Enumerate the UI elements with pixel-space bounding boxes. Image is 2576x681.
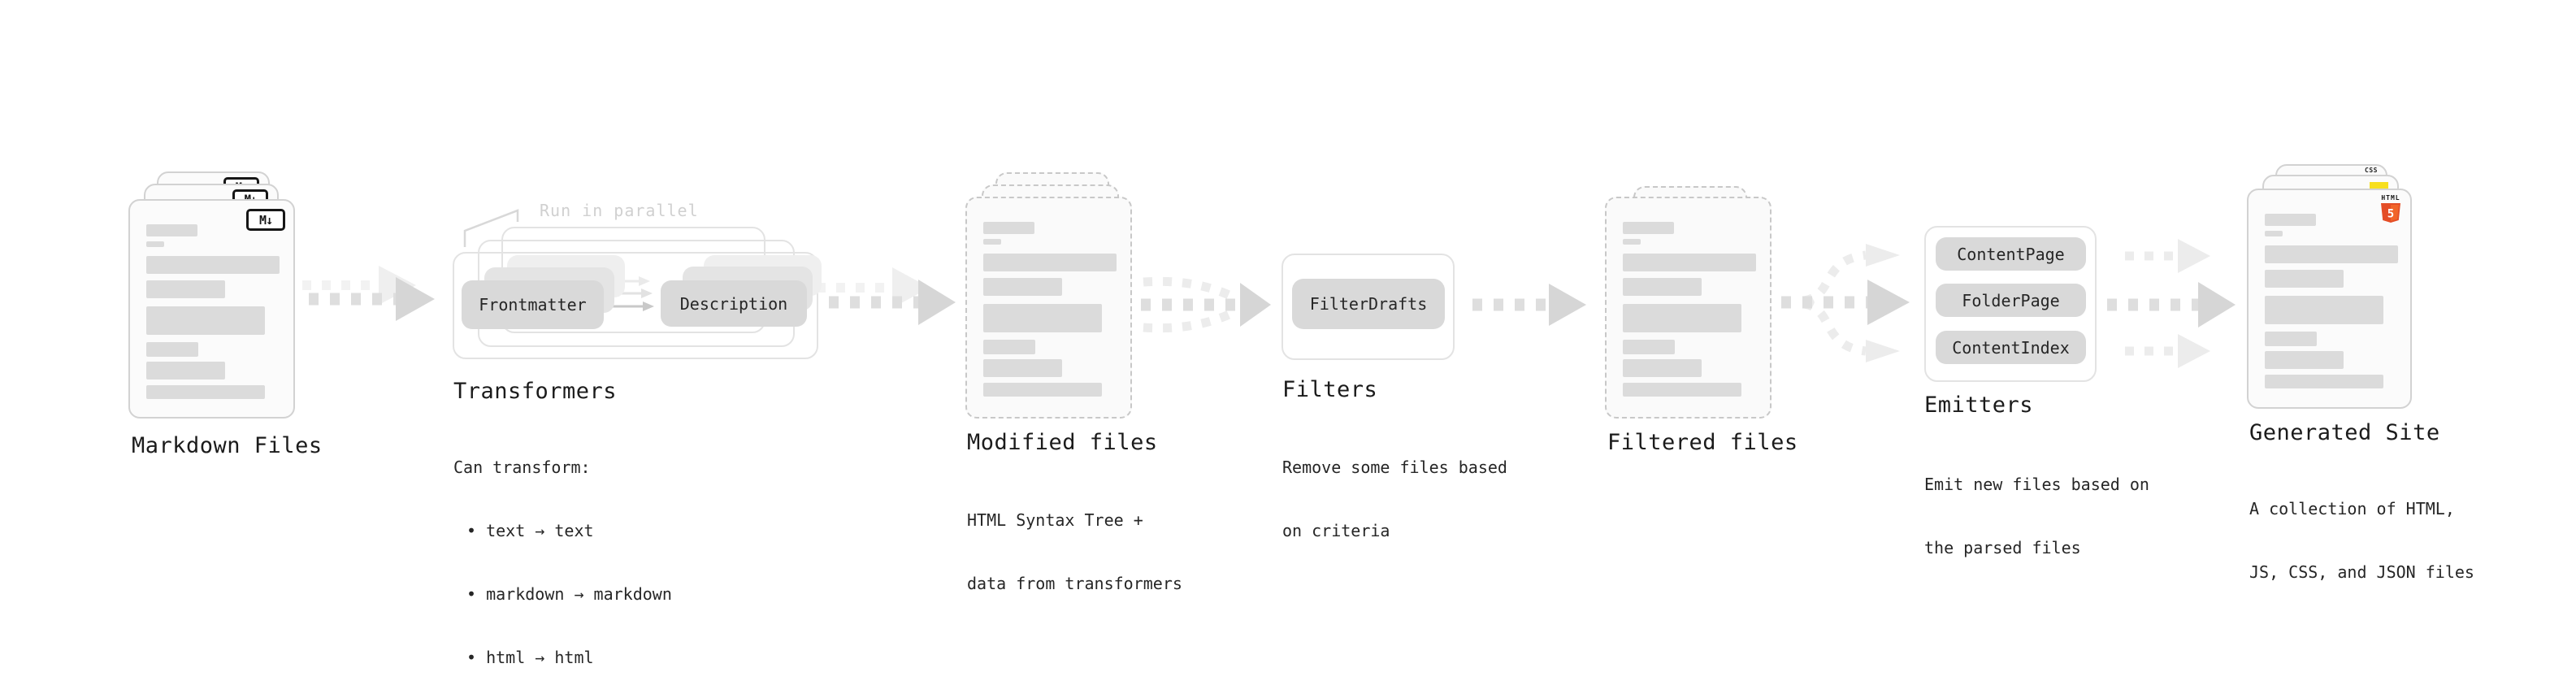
stage-title-filters: Filters — [1282, 377, 1378, 402]
doc-skeleton-bar — [2265, 231, 2283, 236]
doc-skeleton-bar — [146, 385, 265, 399]
doc-skeleton-bar — [146, 224, 197, 236]
description-pill: Description — [661, 280, 807, 327]
description-pill-label: Description — [679, 293, 788, 314]
note-line: data from transformers — [967, 574, 1182, 593]
content-index-pill-label: ContentIndex — [1952, 337, 2070, 358]
emitters-notes: Emit new files based on the parsed files — [1924, 432, 2149, 601]
note-line: • markdown → markdown — [466, 584, 672, 604]
doc-skeleton-bar — [2265, 332, 2317, 346]
note-line: • text → text — [466, 521, 594, 540]
note-line: Can transform: — [453, 458, 591, 477]
doc-skeleton-bar — [146, 362, 225, 380]
doc-skeleton-bar — [146, 241, 164, 247]
note-line: JS, CSS, and JSON files — [2249, 562, 2474, 582]
markdown-icon-label: M↓ — [258, 212, 273, 228]
filters-frame — [1281, 254, 1455, 360]
arrow-transformers-to-modified — [817, 267, 956, 325]
stage-title-generated: Generated Site — [2249, 420, 2440, 445]
frontmatter-pill-label: Frontmatter — [479, 295, 587, 314]
stage-title-modified: Modified files — [967, 430, 1158, 455]
frontmatter-pill: Frontmatter — [462, 280, 604, 329]
stage-title-filtered: Filtered files — [1607, 430, 1798, 455]
arrow-filtered-to-emitters — [1781, 244, 1910, 362]
doc-skeleton-bar — [983, 254, 1117, 271]
doc-skeleton-bar — [146, 256, 280, 274]
note-line: the parsed files — [1924, 538, 2081, 557]
arrow-modified-to-filters — [1141, 276, 1271, 333]
stage-title-markdown: Markdown Files — [132, 433, 323, 458]
doc-skeleton-bar — [983, 278, 1062, 296]
filtered-doc-front — [1605, 197, 1772, 419]
doc-skeleton-bar — [1623, 383, 1741, 397]
generated-doc-html: HTML 5 — [2247, 189, 2412, 409]
note-line: A collection of HTML, — [2249, 499, 2455, 518]
filters-notes: Remove some files based on criteria — [1282, 414, 1507, 583]
doc-skeleton-bar — [2265, 296, 2383, 324]
run-in-parallel-callout: Run in parallel — [540, 201, 699, 220]
generated-notes: A collection of HTML, JS, CSS, and JSON … — [2249, 456, 2474, 625]
doc-skeleton-bar — [2265, 270, 2344, 288]
doc-skeleton-bar — [983, 359, 1062, 377]
doc-content-skeleton — [1607, 198, 1770, 397]
doc-skeleton-bar — [146, 306, 265, 335]
note-line: Emit new files based on — [1924, 475, 2149, 494]
doc-skeleton-bar — [2265, 245, 2398, 263]
doc-skeleton-bar — [983, 239, 1001, 245]
content-page-pill: ContentPage — [1936, 237, 2086, 271]
doc-skeleton-bar — [983, 222, 1034, 234]
css-icon-label: CSS — [2365, 167, 2378, 174]
content-index-pill: ContentIndex — [1936, 331, 2086, 364]
modified-doc-front — [965, 197, 1132, 419]
arrow-filters-to-filtered — [1472, 284, 1586, 326]
doc-skeleton-bar — [1623, 340, 1675, 354]
doc-skeleton-bar — [983, 304, 1102, 332]
stage-title-emitters: Emitters — [1924, 393, 2034, 418]
doc-skeleton-bar — [1623, 239, 1641, 245]
doc-skeleton-bar — [983, 340, 1035, 354]
html5-icon: HTML 5 — [2380, 195, 2401, 223]
html5-shield: 5 — [2381, 203, 2400, 223]
doc-skeleton-bar — [146, 280, 225, 298]
doc-skeleton-bar — [983, 383, 1102, 397]
folder-page-pill-label: FolderPage — [1962, 290, 2060, 310]
filter-drafts-pill: FilterDrafts — [1292, 279, 1445, 329]
doc-content-skeleton — [967, 198, 1130, 397]
doc-skeleton-bar — [1623, 304, 1741, 332]
html5-icon-label: HTML — [2381, 194, 2400, 202]
transformers-notes: Can transform: • text → text • markdown … — [453, 414, 672, 681]
content-page-pill-label: ContentPage — [1957, 244, 2065, 264]
doc-skeleton-bar — [1623, 254, 1756, 271]
doc-skeleton-bar — [2265, 214, 2316, 226]
filter-drafts-pill-label: FilterDrafts — [1309, 294, 1428, 314]
transformer-frame-front — [453, 252, 818, 359]
note-line: on criteria — [1282, 521, 1390, 540]
doc-skeleton-bar — [2265, 351, 2344, 369]
note-line: • html → html — [466, 648, 594, 667]
doc-skeleton-bar — [1623, 359, 1702, 377]
emitters-frame — [1924, 226, 2097, 382]
arrow-emitters-to-generated — [2107, 239, 2236, 368]
html5-icon-number: 5 — [2387, 208, 2394, 221]
doc-skeleton-bar — [2265, 375, 2383, 388]
doc-skeleton-bar — [1623, 278, 1702, 296]
markdown-doc-front: M↓ — [128, 199, 295, 419]
folder-page-pill: FolderPage — [1936, 284, 2086, 317]
markdown-icon: M↓ — [246, 209, 285, 231]
note-line: HTML Syntax Tree + — [967, 510, 1143, 530]
modified-notes: HTML Syntax Tree + data from transformer… — [967, 467, 1182, 636]
note-line: Remove some files based — [1282, 458, 1507, 477]
arrow-markdown-to-transformers — [302, 266, 435, 321]
doc-skeleton-bar — [1623, 222, 1674, 234]
doc-content-skeleton — [130, 201, 293, 399]
js-file-icon — [2370, 182, 2388, 190]
doc-skeleton-bar — [146, 342, 198, 357]
doc-content-skeleton — [2249, 190, 2410, 388]
stage-title-transformers: Transformers — [453, 379, 618, 404]
